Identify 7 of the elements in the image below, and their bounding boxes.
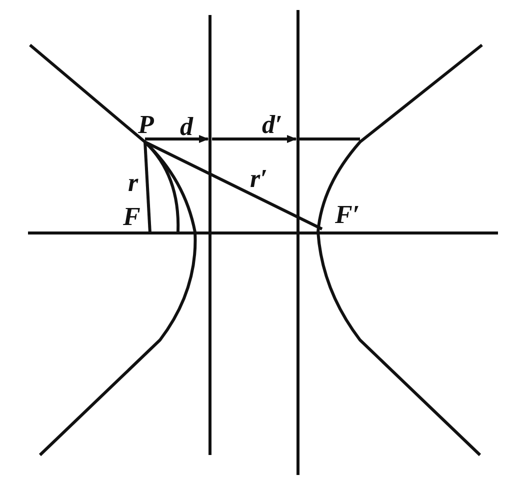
focus-label: F [123, 204, 140, 230]
distance-label: r′ [250, 166, 268, 192]
focus-label: F′ [335, 202, 360, 228]
distance-label: r [128, 170, 138, 196]
distance-label: d [180, 114, 193, 140]
point-label: P [138, 112, 154, 138]
distance-label: d′ [262, 112, 282, 138]
